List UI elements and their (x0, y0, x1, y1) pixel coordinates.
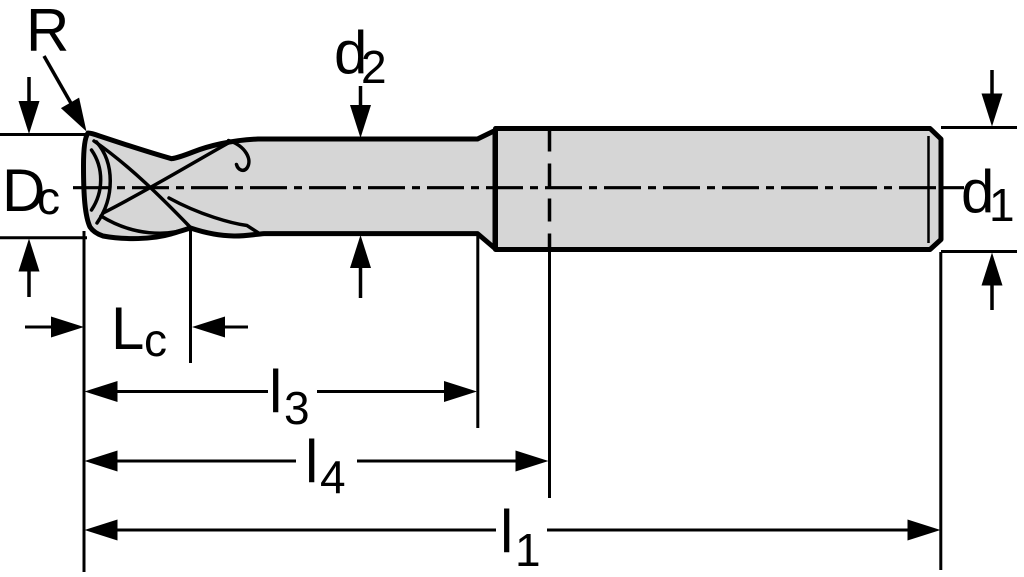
label-corner-radius: R (26, 0, 69, 64)
dimension-line-lc (25, 316, 248, 338)
label-cutting-edge-length: L (111, 295, 144, 362)
label-l4: l (305, 428, 318, 495)
label-shank-diameter: d (961, 158, 994, 225)
label-neck-diameter-sub: 2 (361, 41, 387, 93)
label-l4-sub: 4 (320, 451, 346, 503)
label-cutting-diameter: D (2, 157, 45, 224)
dimension-line-l4 (84, 450, 549, 472)
shank-diameter-arrows (981, 70, 1003, 310)
label-cutting-edge-length-sub: c (144, 314, 167, 366)
tool-shank (493, 126, 944, 252)
tool-head-and-neck (81, 128, 498, 251)
label-cutting-diameter-sub: c (37, 172, 60, 224)
label-l1: l (500, 498, 513, 565)
dimension-line-l3 (84, 381, 477, 402)
label-shank-diameter-sub: 1 (989, 179, 1015, 231)
tool-body (81, 126, 944, 252)
label-neck-diameter: d (334, 19, 367, 86)
dimension-line-l1 (84, 519, 941, 541)
neck-diameter-arrows (350, 86, 371, 298)
corner-radius-leader (42, 55, 87, 132)
cutting-diameter-arrows (18, 77, 40, 297)
flute-edges (89, 138, 261, 235)
label-l1-sub: 1 (515, 524, 541, 576)
label-l3: l (269, 358, 282, 425)
extension-lines (0, 126, 1017, 572)
label-l3-sub: 3 (284, 382, 310, 434)
